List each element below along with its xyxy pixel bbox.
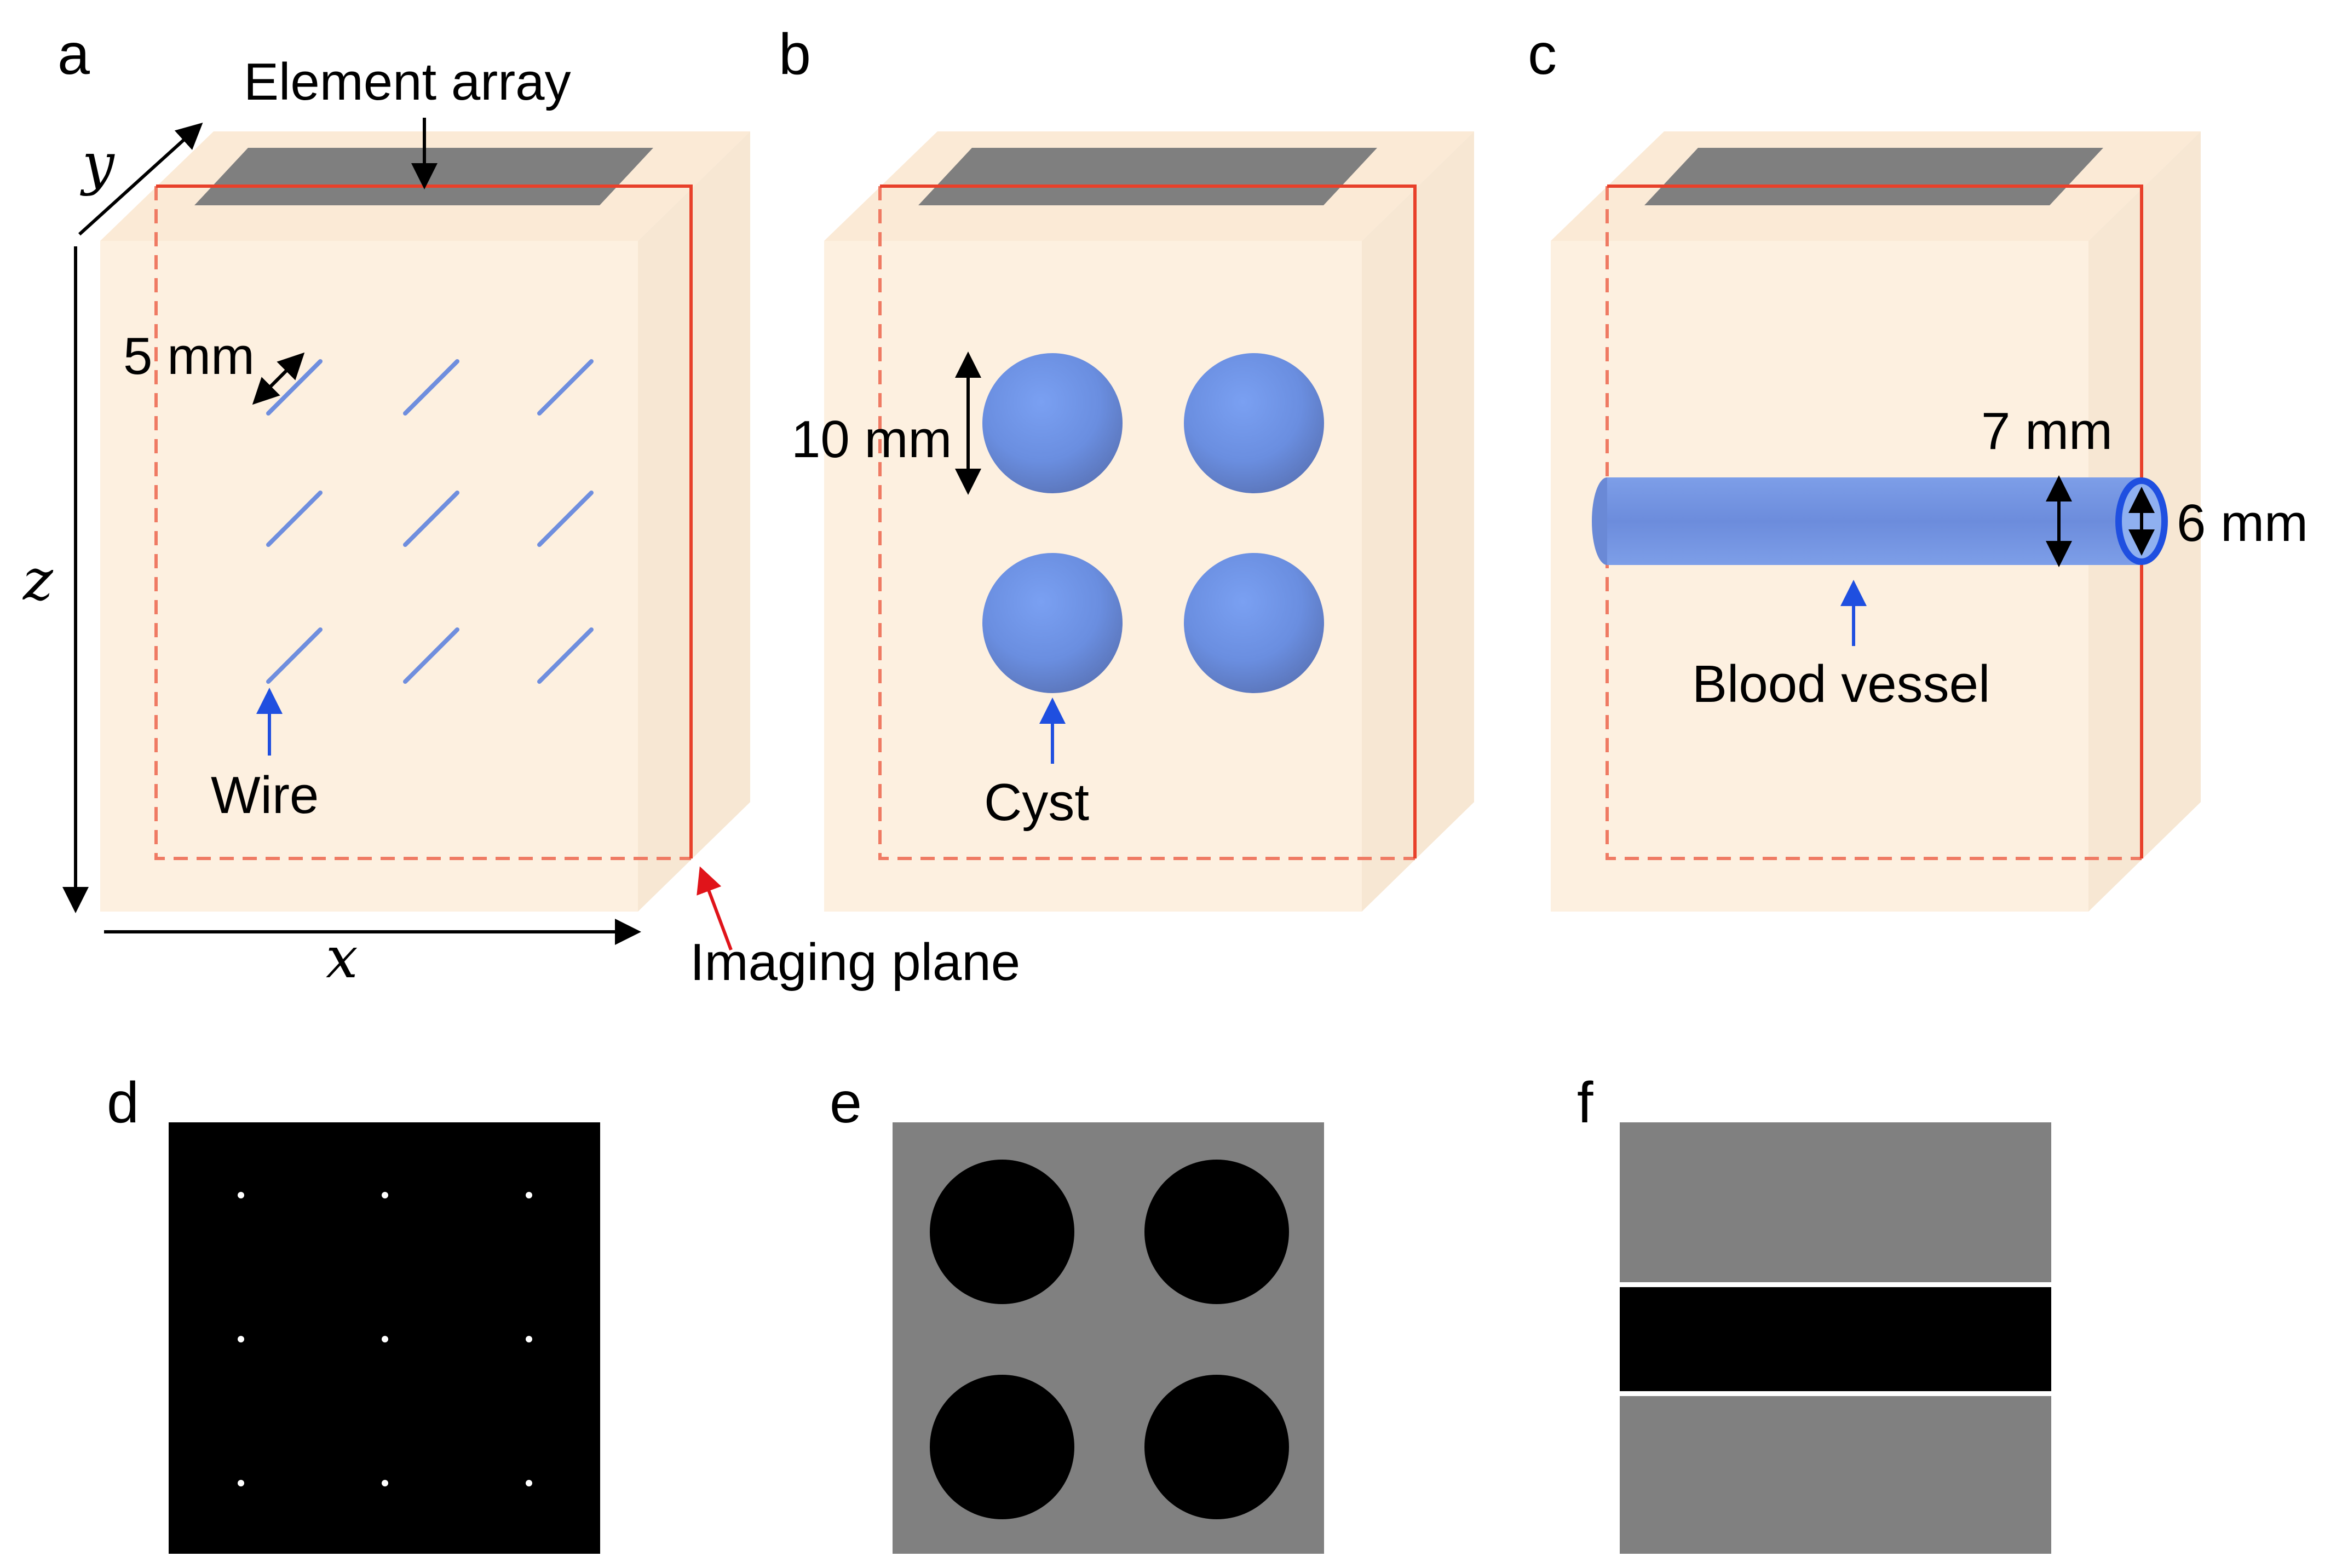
cyst bbox=[982, 353, 1123, 493]
vessel-wall-top bbox=[1620, 1282, 2051, 1287]
cyst-disc bbox=[930, 1160, 1074, 1304]
panel-letter-a: a bbox=[57, 22, 90, 87]
imaging-plane-dashed bbox=[154, 186, 691, 860]
cyst bbox=[982, 553, 1123, 693]
cyst-disc bbox=[1144, 1160, 1289, 1304]
imaging-plane-solid bbox=[1607, 185, 2143, 858]
wire-point bbox=[382, 1336, 388, 1342]
wire-point bbox=[526, 1480, 532, 1486]
phantom-front-face bbox=[100, 241, 638, 912]
wire bbox=[403, 359, 459, 416]
wire-spacing-dimension bbox=[252, 353, 304, 405]
cyst-disc bbox=[930, 1375, 1074, 1519]
element-array-label: Element array bbox=[244, 53, 571, 111]
cyst bbox=[1184, 353, 1324, 493]
wire-point bbox=[238, 1480, 244, 1486]
wire bbox=[266, 627, 323, 684]
wire-point bbox=[526, 1336, 532, 1342]
wire-label: Wire bbox=[211, 766, 319, 825]
wire-spacing-label: 5 mm bbox=[123, 327, 255, 385]
y-axis-arrow bbox=[78, 122, 203, 236]
y-axis-label: y bbox=[80, 130, 115, 197]
wire-point bbox=[238, 1192, 244, 1198]
panel-letter-f: f bbox=[1577, 1070, 1593, 1135]
wire bbox=[537, 359, 594, 416]
imaging-plane-solid bbox=[156, 185, 693, 858]
imaging-plane-dashed bbox=[878, 186, 1415, 860]
panel-c: c 7 mm 6 mm Blood vessel bbox=[1528, 22, 2308, 912]
wire bbox=[403, 491, 459, 547]
cyst bbox=[1184, 553, 1324, 693]
wire bbox=[537, 627, 594, 684]
imaging-plane-pointer bbox=[697, 866, 733, 951]
vessel-outer-diameter-label: 7 mm bbox=[1981, 402, 2113, 460]
cyst-disc bbox=[1144, 1375, 1289, 1519]
wire-point bbox=[382, 1192, 388, 1198]
x-axis-label: x bbox=[326, 924, 358, 991]
vessel-body bbox=[1607, 477, 2142, 565]
z-axis-label: z bbox=[22, 546, 54, 613]
wire-point-grid bbox=[238, 1192, 532, 1486]
panel-f: f bbox=[1577, 1070, 2051, 1554]
blood-vessel-label: Blood vessel bbox=[1692, 655, 1990, 713]
cyst-grid bbox=[982, 353, 1324, 693]
vessel-inner-diameter-label: 6 mm bbox=[2177, 494, 2308, 552]
wire-point bbox=[526, 1192, 532, 1198]
panel-d: d bbox=[107, 1070, 600, 1554]
vessel-wall-bottom bbox=[1620, 1391, 2051, 1396]
wire bbox=[537, 491, 594, 547]
wire-point bbox=[238, 1336, 244, 1342]
panel-letter-c: c bbox=[1528, 22, 1557, 87]
vessel-lumen bbox=[1620, 1287, 2051, 1391]
wire bbox=[403, 627, 459, 684]
phantom-side-face bbox=[638, 131, 750, 912]
panel-letter-e: e bbox=[830, 1070, 862, 1135]
panel-b: b 10 mm Cyst bbox=[779, 22, 1474, 912]
panel-a: a Element array 5 mm Wire bbox=[22, 22, 1020, 991]
imaging-plane-label: Imaging plane bbox=[690, 933, 1020, 991]
wire-point bbox=[382, 1480, 388, 1486]
cyst-disc-grid bbox=[930, 1160, 1289, 1519]
imaging-plane-solid bbox=[880, 185, 1417, 858]
element-array bbox=[1644, 148, 2103, 205]
phantom-front-face bbox=[1551, 241, 2088, 912]
cyst-diameter-label: 10 mm bbox=[791, 410, 952, 469]
blood-vessel bbox=[1592, 477, 2168, 565]
wire bbox=[266, 491, 323, 547]
imaging-plane-dashed bbox=[1606, 186, 2142, 860]
panel-letter-b: b bbox=[779, 22, 811, 87]
cyst-label: Cyst bbox=[984, 773, 1089, 832]
panel-letter-d: d bbox=[107, 1070, 139, 1135]
element-array bbox=[918, 148, 1377, 205]
phantom-side-face bbox=[1362, 131, 1474, 912]
panel-e: e bbox=[830, 1070, 1324, 1554]
